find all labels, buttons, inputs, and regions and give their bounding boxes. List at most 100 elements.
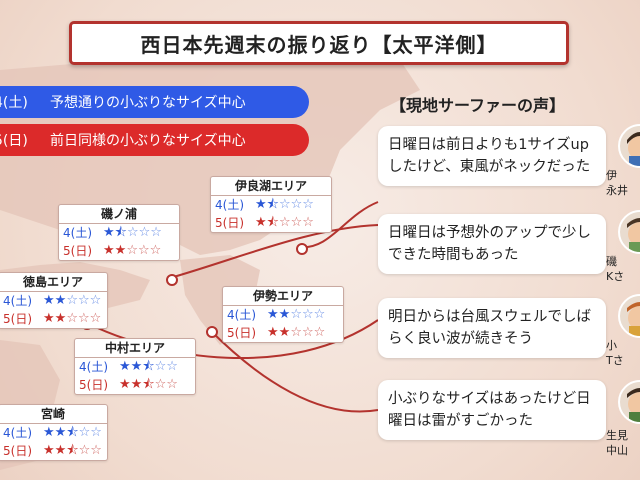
rating-stars-sun: ★★⯪☆☆	[43, 442, 102, 460]
star-icon: ★	[130, 377, 143, 392]
star-icon: ★	[119, 377, 131, 392]
star-icon: ☆	[89, 311, 102, 326]
rating-date-sat: 4(土)	[63, 226, 92, 240]
person-icon	[627, 132, 640, 166]
star-icon: ⯪	[114, 225, 127, 240]
rating-date-sat: 4(土)	[215, 198, 244, 212]
star-icon: ☆	[77, 293, 90, 308]
rating-row-sun: 5(日)★★☆☆☆	[0, 310, 107, 328]
rating-stars-sat: ★★⯪☆☆	[119, 358, 178, 376]
person-icon	[627, 388, 640, 422]
legend-sun-date: 5(日)	[0, 133, 28, 149]
rating-stars-sun: ★★☆☆☆	[103, 242, 161, 260]
marker-ise	[206, 326, 218, 338]
avatar-name-line: 永井	[606, 184, 628, 197]
rating-row-sat: 4(土)★★⯪☆☆	[0, 424, 107, 442]
avatar-name-line: 伊	[606, 169, 617, 182]
star-icon: ☆	[290, 325, 302, 340]
voice-line: 曜日は雷がすごかった	[388, 413, 533, 429]
star-icon: ☆	[90, 425, 102, 440]
rating-row-sat: 4(土)★⯪☆☆☆	[59, 224, 179, 242]
person-icon	[627, 218, 640, 252]
voices-heading: 【現地サーファーの声】	[390, 96, 566, 115]
rating-date-sat: 4(土)	[3, 294, 32, 308]
star-icon: ⯪	[66, 443, 79, 458]
voice-bubble-4: 小ぶりなサイズはあったけど日 曜日は雷がすごかった	[378, 380, 606, 440]
star-icon: ☆	[138, 225, 151, 240]
area-name: 伊良湖エリア	[211, 177, 331, 196]
avatar-name-line: 磯	[606, 255, 617, 268]
connector-line-4	[209, 329, 379, 413]
star-icon: ☆	[313, 307, 326, 322]
rating-date-sat: 4(土)	[227, 308, 256, 322]
star-icon: ☆	[150, 225, 162, 240]
star-icon: ⯪	[266, 215, 279, 230]
star-icon: ★	[114, 243, 127, 258]
star-icon: ☆	[290, 215, 303, 230]
rating-date-sun: 5(日)	[3, 444, 32, 458]
star-icon: ★	[54, 311, 67, 326]
voice-line: 日曜日は前日よりも1サイズup	[388, 137, 589, 153]
star-icon: ★	[103, 225, 115, 240]
star-icon: ☆	[290, 307, 302, 322]
avatar-name-line: Kさ	[606, 270, 625, 283]
star-icon: ★	[130, 359, 143, 374]
star-icon: ★	[103, 243, 115, 258]
star-icon: ★	[278, 307, 291, 322]
area-name: 磯ノ浦	[59, 205, 179, 224]
star-icon: ⯪	[142, 377, 155, 392]
voice-bubble-3: 明日からは台風スウェルでしば らく良い波が続きそう	[378, 298, 606, 358]
star-icon: ★	[119, 359, 131, 374]
rating-row-sun: 5(日)★★⯪☆☆	[75, 376, 195, 394]
legend-sun: 5(日) 前日同様の小ぶりなサイズ中心	[0, 124, 309, 156]
avatar-name-1: 伊 永井	[606, 168, 628, 198]
star-icon: ⯪	[266, 197, 279, 212]
star-icon: ☆	[126, 225, 139, 240]
rating-stars-sun: ★★☆☆☆	[43, 310, 101, 328]
star-icon: ☆	[302, 197, 314, 212]
avatar-name-line: 中山	[606, 444, 628, 457]
rating-date-sat: 4(土)	[79, 360, 108, 374]
voice-line: 日曜日は予想外のアップで少し	[388, 225, 591, 241]
rating-stars-sat: ★★☆☆☆	[267, 306, 325, 324]
voice-line: 小ぶりなサイズはあったけど日	[388, 391, 591, 407]
person-icon	[627, 302, 640, 336]
legend-sat: 4(土) 予想通りの小ぶりなサイズ中心	[0, 86, 309, 118]
rating-stars-sat: ★★☆☆☆	[43, 292, 101, 310]
rating-stars-sun: ★★☆☆☆	[267, 324, 325, 342]
rating-row-sat: 4(土)★★☆☆☆	[223, 306, 343, 324]
star-icon: ★	[54, 443, 67, 458]
rating-stars-sun: ★⯪☆☆☆	[255, 214, 314, 232]
rating-date-sat: 4(土)	[3, 426, 32, 440]
star-icon: ★	[43, 311, 55, 326]
star-icon: ☆	[302, 215, 314, 230]
star-icon: ☆	[149, 243, 162, 258]
star-icon: ☆	[166, 377, 178, 392]
voice-bubble-1: 日曜日は前日よりも1サイズup したけど、東風がネックだった	[378, 126, 606, 186]
area-name: 中村エリア	[75, 339, 195, 358]
rating-date-sun: 5(日)	[79, 378, 108, 392]
star-icon: ★	[54, 293, 67, 308]
star-icon: ☆	[278, 215, 291, 230]
star-icon: ☆	[66, 311, 78, 326]
star-icon: ☆	[154, 359, 167, 374]
rating-stars-sun: ★★⯪☆☆	[119, 376, 178, 394]
star-icon: ★	[255, 197, 267, 212]
avatar-name-4: 生見 中山	[606, 428, 628, 458]
marker-isonoura	[166, 274, 178, 286]
rating-row-sat: 4(土)★★☆☆☆	[0, 292, 107, 310]
star-icon: ★	[267, 307, 279, 322]
rating-date-sun: 5(日)	[63, 244, 92, 258]
rating-date-sun: 5(日)	[215, 216, 244, 230]
legend-sat-text: 予想通りの小ぶりなサイズ中心	[50, 95, 246, 111]
star-icon: ☆	[89, 293, 102, 308]
star-icon: ★	[278, 325, 291, 340]
star-icon: ☆	[301, 307, 314, 322]
voice-bubble-2: 日曜日は予想外のアップで少し できた時間もあった	[378, 214, 606, 274]
voice-line: できた時間もあった	[388, 247, 519, 263]
